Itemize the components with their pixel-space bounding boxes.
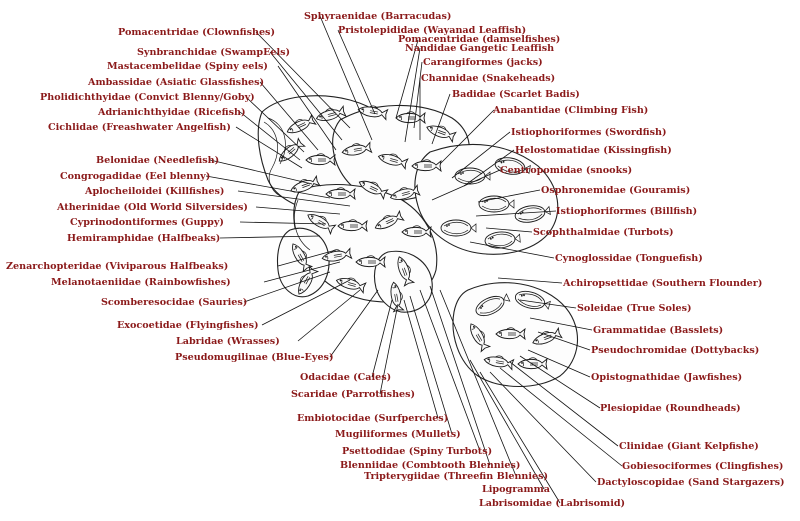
label-psettodidae: Psettodidae (Spiny Turbots) <box>342 446 492 457</box>
label-blenniidae: Blenniidae (Combtooth Blennies) <box>340 460 520 471</box>
label-congrogadidae: Congrogadidae (Eel blenny) <box>60 171 210 182</box>
label-pristolepididae: Pristolepididae (Wayanad Leaffish) <box>338 25 526 36</box>
label-grammatidae: Grammatidae (Basslets) <box>593 325 723 336</box>
label-cyprinodontiformes: Cyprinodontiformes (Guppy) <box>70 217 224 228</box>
label-pseudochromidae: Pseudochromidae (Dottybacks) <box>591 345 759 356</box>
label-ambassidae: Ambassidae (Asiatic Glassfishes) <box>87 77 264 88</box>
label-opistognathidae: Opistognathidae (Jawfishes) <box>591 372 742 383</box>
leader-lines <box>205 15 623 504</box>
label-plesiopidae: Plesiopidae (Roundheads) <box>600 403 741 414</box>
label-pholidichthyidae: Pholidichthyidae (Convict Blenny/Goby) <box>40 92 255 103</box>
label-sphyraenidae: Sphyraenidae (Barracudas) <box>304 11 451 22</box>
label-embiotocidae: Embiotocidae (Surfperches) <box>297 413 448 424</box>
label-exocoetidae: Exocoetidae (Flyingfishes) <box>117 320 259 331</box>
label-mugiliformes: Mugiliformes (Mullets) <box>335 429 461 440</box>
label-centropomidae: Centropomidae (snooks) <box>500 165 632 176</box>
label-pseudomugilinae: Pseudomugilinae (Blue-Eyes) <box>175 352 334 363</box>
label-lipogramma: Lipogramma <box>482 484 550 495</box>
label-mastacembelidae: Mastacembelidae (Spiny eels) <box>107 61 268 72</box>
label-synbranchidae: Synbranchidae (SwampEels) <box>137 47 290 58</box>
label-pomacentridae-damsel: Pomacentridae (damselfishes) <box>398 34 560 45</box>
label-zenarchopteridae: Zenarchopteridae (Viviparous Halfbeaks) <box>6 261 228 272</box>
label-soleidae: Soleidae (True Soles) <box>577 303 692 314</box>
label-clinidae: Clinidae (Giant Kelpfishe) <box>619 441 759 452</box>
label-labrisomidae: Labrisomidae (Labrisomid) <box>479 498 625 509</box>
label-osphronemidae: Osphronemidae (Gouramis) <box>541 185 690 196</box>
label-melanotaeniidae: Melanotaeniidae (Rainbowfishes) <box>51 277 231 288</box>
label-achiropsettidae: Achiropsettidae (Southern Flounder) <box>562 278 762 289</box>
label-gobiesociformes: Gobiesociformes (Clingfishes) <box>622 461 783 472</box>
label-dactyloscopidae: Dactyloscopidae (Sand Stargazers) <box>597 477 785 488</box>
label-atherinidae: Atherinidae (Old World Silversides) <box>56 202 248 213</box>
label-odacidae: Odacidae (Cales) <box>300 372 391 383</box>
label-anabantidae: Anabantidae (Climbing Fish) <box>492 105 648 116</box>
labels: Sphyraenidae (Barracudas) Pristolepidida… <box>6 11 785 509</box>
label-cynoglossidae: Cynoglossidae (Tonguefish) <box>555 253 703 264</box>
label-helostomatidae: Helostomatidae (Kissingfish) <box>515 145 672 156</box>
label-nandidae: Nandidae Gangetic Leaffish <box>405 43 554 54</box>
label-scomberesocidae: Scomberesocidae (Sauries) <box>101 297 247 308</box>
fish-illustration <box>257 95 578 388</box>
label-scaridae: Scaridae (Parrotfishes) <box>291 389 415 400</box>
label-carangiformes: Carangiformes (jacks) <box>423 57 543 68</box>
label-istiophoriformes-bill: Istiophoriformes (Billfish) <box>556 206 697 217</box>
label-labridae: Labridae (Wrasses) <box>176 336 280 347</box>
label-channidae: Channidae (Snakeheads) <box>421 73 555 84</box>
label-pomacentridae-clown: Pomacentridae (Clownfishes) <box>118 27 275 38</box>
label-tripterygiidae: Tripterygiidae (Threefin Blennies) <box>364 471 548 482</box>
label-istiophoriformes-sword: Istiophoriformes (Swordfish) <box>511 127 667 138</box>
label-scophthalmidae: Scophthalmidae (Turbots) <box>533 227 674 238</box>
label-cichlidae: Cichlidae (Freashwater Angelfish) <box>48 122 231 133</box>
label-adrianichthyidae: Adrianichthyidae (Ricefish) <box>97 107 246 118</box>
label-hemiramphidae: Hemiramphidae (Halfbeaks) <box>67 233 220 244</box>
label-aplocheiloidei: Aplocheiloidei (Killfishes) <box>84 186 224 197</box>
label-badidae: Badidae (Scarlet Badis) <box>452 89 580 100</box>
label-belonidae: Belonidae (Needlefish) <box>96 155 219 166</box>
